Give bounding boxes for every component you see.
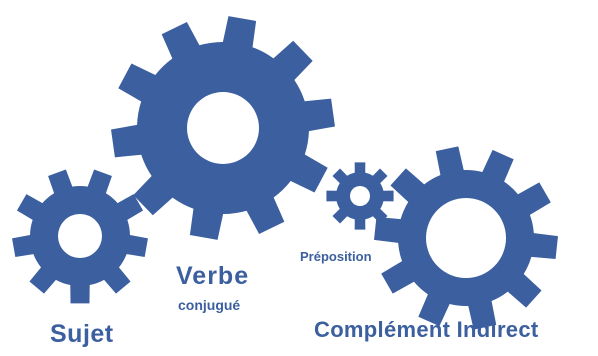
verbe-gear-icon — [111, 16, 335, 240]
complement-indirect-gear-hole — [426, 198, 506, 278]
preposition-gear-icon — [326, 162, 394, 230]
conjugue-label: conjugué — [178, 297, 241, 313]
sujet-label: Sujet — [50, 320, 114, 348]
preposition-label: Préposition — [300, 249, 372, 264]
preposition-gear-hole — [350, 186, 370, 206]
sujet-gear-hole — [58, 214, 102, 258]
complement-indirect-label: Complément Indirect — [314, 317, 539, 342]
verbe-gear-hole — [187, 92, 259, 164]
sujet-gear-icon — [12, 169, 148, 304]
verbe-label: Verbe — [176, 262, 250, 290]
complement-indirect-gear-icon — [374, 146, 558, 330]
